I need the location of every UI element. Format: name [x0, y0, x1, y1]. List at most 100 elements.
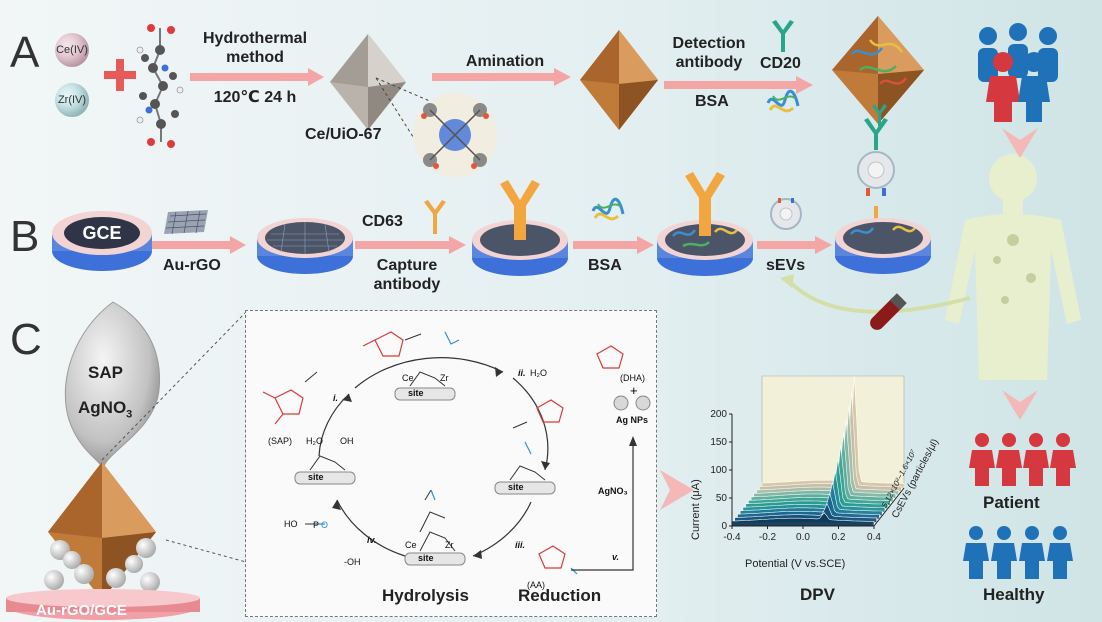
- oh-site-label: OH: [340, 436, 354, 446]
- dpv-x-tick-label: 0.2: [832, 532, 846, 543]
- mof-zoom-lines: [375, 77, 433, 168]
- bsa-protein-icon-b: [590, 196, 626, 231]
- drop-agno3-label: AgNO3: [78, 398, 132, 424]
- ho-phosphate-label: HO: [284, 519, 298, 529]
- mof-structure-zoom-icon: [413, 93, 497, 177]
- bsa-label-a: BSA: [695, 93, 729, 110]
- cd63-label: CD63: [362, 213, 403, 230]
- panel-label-b: B: [10, 212, 40, 261]
- detection-line2: antibody: [675, 54, 743, 71]
- drop-sap-label: SAP: [88, 363, 123, 382]
- aa-molecule-label: (AA): [527, 580, 545, 590]
- patient-label: Patient: [983, 493, 1040, 512]
- au-rgo-gce-base: [6, 589, 200, 620]
- arrow-bsa-b: [573, 236, 654, 254]
- hydrothermal-line1: Hydrothermal: [202, 30, 308, 47]
- dpv-x-tick-label: -0.4: [723, 532, 741, 543]
- dpv-series-9: [753, 420, 897, 499]
- dpv-z-axis: [873, 487, 905, 527]
- healthy-label: Healthy: [983, 585, 1045, 604]
- arrow-to-dpv: [660, 470, 694, 510]
- zr-label-top: Zr: [440, 373, 449, 383]
- hydrothermal-line2: method: [226, 49, 284, 66]
- ce-label-top: Ce: [402, 373, 414, 383]
- step-v-label: v.: [612, 552, 620, 562]
- gce-electrode: [52, 211, 152, 271]
- site-label-bottom: site: [418, 553, 434, 563]
- dpv-series-10: [756, 405, 899, 496]
- arrow-au-rgo: [152, 236, 246, 254]
- dpv-ylabel: Current (μA): [690, 479, 702, 540]
- hydrothermal-conditions: 120℃ 24 h: [213, 89, 297, 106]
- gce-label: GCE: [82, 223, 122, 243]
- plus-label: +: [630, 383, 638, 398]
- dpv-xlabel: Potential (V vs.SCE): [745, 558, 846, 570]
- au-rgo-sheet-icon: [164, 210, 208, 235]
- au-rgo-label: Au-rGO: [163, 257, 221, 274]
- drop-agno3-sub: 3: [126, 408, 133, 421]
- healthy-figures-icon: [963, 526, 1073, 579]
- arrow-detection: [664, 76, 813, 94]
- detection-antibody-label: Detection antibody: [664, 34, 754, 72]
- dpv-series-8: [750, 432, 894, 503]
- dpv-x-tick-label: 0.4: [867, 532, 881, 543]
- arrow-amination: [432, 68, 571, 86]
- amination-label: Amination: [465, 53, 545, 70]
- step-ii-label: ii.: [518, 368, 526, 378]
- o-atom-label: O: [321, 520, 329, 530]
- h2o-site-label: H₂O: [306, 436, 323, 446]
- dpv-series-6: [745, 458, 888, 510]
- dpv-series-7: [748, 445, 891, 506]
- patient-figures-icon: [969, 433, 1076, 486]
- dpv-y-tick-label: 200: [710, 409, 727, 420]
- human-body-silhouette: [945, 154, 1081, 380]
- dpv-series-4: [739, 482, 883, 516]
- zr-ion-sphere: Zr(IV): [55, 83, 89, 117]
- detection-antibody-icon: [772, 20, 794, 52]
- dpv-series-2: [734, 502, 878, 523]
- dpv-x-tick-label: -0.2: [759, 532, 777, 543]
- blood-sampling-line: [780, 274, 971, 314]
- step-iii-label: iii.: [515, 540, 526, 550]
- detection-line1: Detection: [672, 35, 746, 52]
- ag-nps-label: Ag NPs: [616, 415, 649, 425]
- electrode-au-rgo: [257, 218, 353, 274]
- capture-line2: antibody: [373, 276, 441, 293]
- zoom-lines-c: [101, 311, 247, 563]
- sev-vesicle-icon: [770, 198, 802, 230]
- dpv-y-tick-label: 50: [716, 493, 728, 504]
- electrode-sev-captured: [835, 218, 931, 274]
- probe-octahedron: [832, 16, 924, 126]
- flow-arrow-down-bottom: [1002, 390, 1038, 420]
- dha-molecule-label: (DHA): [620, 373, 645, 383]
- step-i-label: i.: [333, 393, 339, 403]
- flow-arrow-down-top: [1002, 128, 1038, 158]
- ce-ion-label: Ce(IV): [56, 44, 88, 56]
- ce-ion-sphere: Ce(IV): [55, 33, 89, 67]
- hydrothermal-label: Hydrothermal method: [190, 29, 320, 67]
- ce-label-bottom: Ce: [405, 540, 417, 550]
- zr-ion-label: Zr(IV): [57, 94, 87, 106]
- sevs-label: sEVs: [766, 257, 806, 274]
- dpv-y-tick-label: 150: [710, 437, 727, 448]
- panel-label-a: A: [10, 28, 40, 77]
- oh-leaving-label: -OH: [344, 557, 361, 567]
- p-atom-label: P: [313, 520, 320, 530]
- dpv-series-5: [742, 470, 886, 513]
- dpv-series-1: [731, 512, 875, 527]
- dpv-series-3: [737, 492, 880, 520]
- arrow-sevs: [757, 236, 832, 254]
- hydrolysis-label: Hydrolysis: [382, 586, 469, 605]
- plus-icon: [104, 59, 136, 91]
- capture-antibody-icon: [424, 200, 446, 234]
- reduction-label: Reduction: [518, 586, 602, 605]
- capture-line1: Capture: [376, 257, 438, 274]
- dpv-label: DPV: [800, 585, 835, 604]
- zr-label-bottom: Zr: [445, 540, 454, 550]
- drop-agno3-text: AgNO: [78, 398, 127, 417]
- patient-group: [968, 432, 1078, 493]
- capture-antibody-label: Capture antibody: [362, 256, 452, 294]
- mechanism-panel: [245, 310, 657, 617]
- mof-gray-octahedron: [330, 34, 406, 130]
